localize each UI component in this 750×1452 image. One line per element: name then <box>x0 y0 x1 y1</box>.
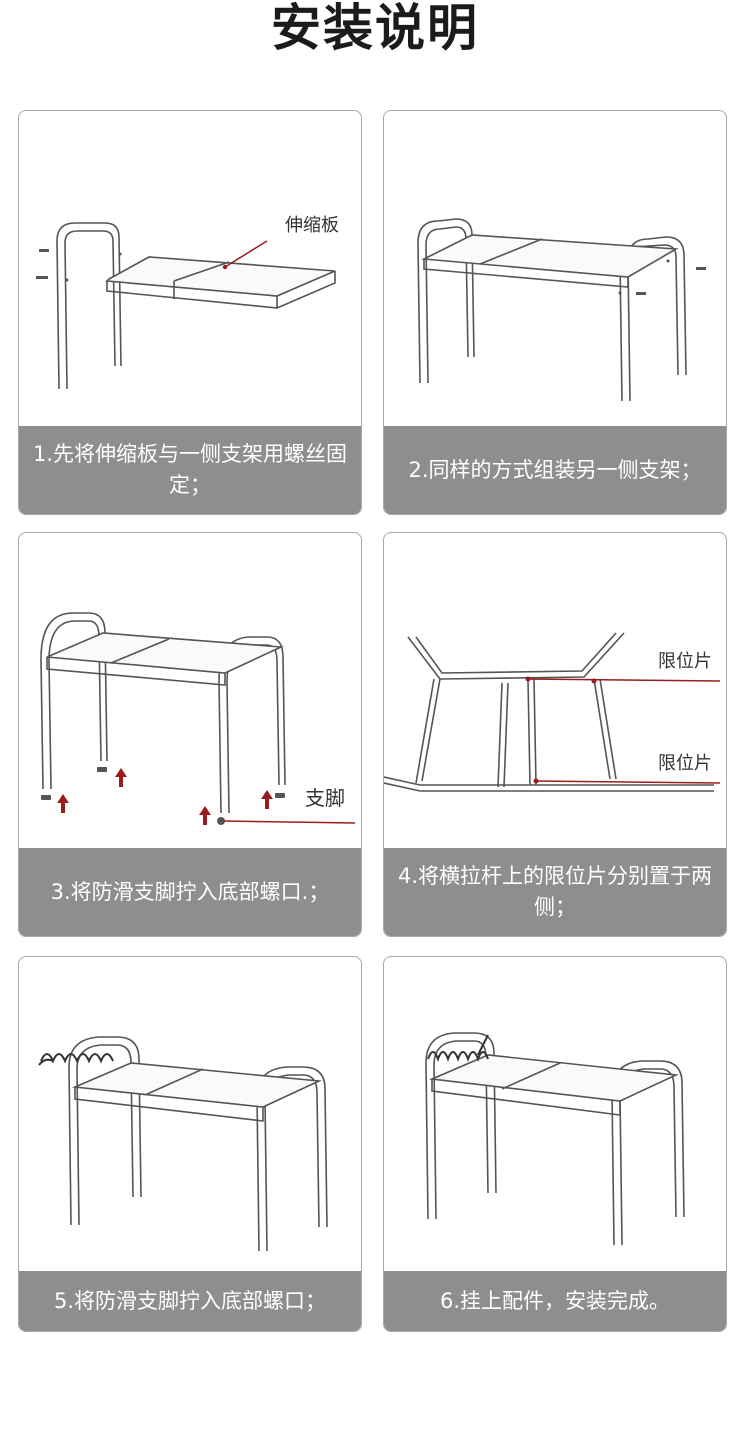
callout-label: 伸缩板 <box>285 215 339 236</box>
step-caption-3: 3.将防滑支脚拧入底部螺口.； <box>19 848 361 936</box>
up-arrows <box>57 768 273 825</box>
step-card-2: 2.同样的方式组装另一侧支架； <box>383 110 727 515</box>
step-6-illustration <box>425 1032 685 1246</box>
step-card-5: 5.将防滑支脚拧入底部螺口； <box>18 956 362 1332</box>
callout-label: 支脚 <box>305 786 345 810</box>
step-caption-4: 4.将横拉杆上的限位片分别置于两侧； <box>384 848 726 936</box>
hook-accessory <box>427 1034 489 1062</box>
step-1-illustration: 伸缩板 <box>36 215 339 390</box>
step-card-4: 限位片 限位片 4.将横拉杆上的限位片分别置于两侧； <box>383 532 727 937</box>
step-4-illustration: 限位片 限位片 <box>384 632 721 792</box>
callout-label: 限位片 <box>658 651 712 672</box>
callout-label: 限位片 <box>658 753 712 774</box>
hook-accessory <box>38 1053 114 1066</box>
step-caption-5: 5.将防滑支脚拧入底部螺口； <box>19 1271 361 1331</box>
step-caption-1: 1.先将伸缩板与一侧支架用螺丝固定； <box>19 426 361 514</box>
step-card-1: 伸缩板 1.先将伸缩板与一侧支架用螺丝固定； <box>18 110 362 515</box>
step-5-illustration <box>38 1036 328 1252</box>
step-2-illustration <box>417 218 706 402</box>
step-caption-6: 6.挂上配件，安装完成。 <box>384 1271 726 1331</box>
leader-line <box>224 240 268 268</box>
step-card-6: 6.挂上配件，安装完成。 <box>383 956 727 1332</box>
step-caption-2: 2.同样的方式组装另一侧支架； <box>384 426 726 514</box>
step-3-illustration: 支脚 <box>40 612 356 825</box>
page-title: 安装说明 <box>271 0 479 57</box>
step-card-3: 支脚 3.将防滑支脚拧入底部螺口.； <box>18 532 362 937</box>
